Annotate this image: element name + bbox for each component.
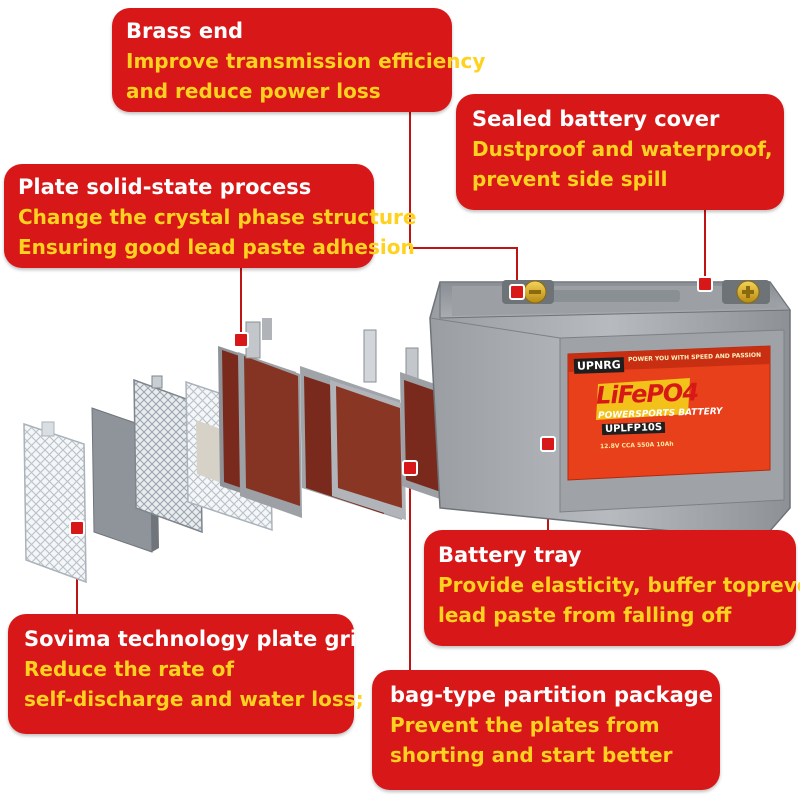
callout-desc-line-1: Prevent the plates from bbox=[390, 713, 660, 737]
callout-title: bag-type partition package bbox=[390, 683, 714, 707]
anchor-dot-battery-tray bbox=[540, 436, 556, 452]
anchor-dot-plate-process bbox=[233, 332, 249, 348]
anchor-dot-partition bbox=[402, 460, 418, 476]
callout-battery-tray: Battery tray Provide elasticity, buffer … bbox=[424, 530, 800, 646]
callout-title: Sovima technology plate grid bbox=[24, 627, 373, 651]
callout-desc-line-2: shorting and start better bbox=[390, 743, 673, 767]
label-brand: UPNRG bbox=[573, 357, 624, 374]
grid-plate-1 bbox=[23, 421, 87, 584]
plate-stack-1 bbox=[218, 318, 302, 518]
callout-desc-line-2: and reduce power loss bbox=[126, 79, 381, 103]
callout-desc-line-2: prevent side spill bbox=[472, 167, 668, 191]
callout-desc-line-1: Provide elasticity, buffer toprevent bbox=[438, 573, 800, 597]
label-chemistry: LiFePO4 bbox=[595, 378, 699, 410]
grid-plate-2 bbox=[133, 375, 203, 534]
anchor-dot-sealed-cover bbox=[697, 276, 713, 292]
label-model: UPLFP10S bbox=[601, 421, 666, 436]
callout-desc-line-2: self-discharge and water loss; bbox=[24, 687, 364, 711]
callout-sealed-cover: Sealed battery cover Dustproof and water… bbox=[456, 94, 784, 210]
callout-partition: bag-type partition package Prevent the p… bbox=[372, 670, 720, 790]
callout-title: Sealed battery cover bbox=[472, 107, 720, 131]
callout-plate-grid: Sovima technology plate grid Reduce the … bbox=[8, 614, 373, 734]
callout-desc-line-1: Dustproof and waterproof, bbox=[472, 137, 773, 161]
plate-stack-2 bbox=[300, 329, 419, 520]
callout-desc-line-2: Ensuring good lead paste adhesion bbox=[18, 235, 415, 259]
callout-plate-process: Plate solid-state process Change the cry… bbox=[4, 164, 417, 268]
anchor-dot-plate-grid bbox=[69, 520, 85, 536]
callout-desc-line-1: Change the crystal phase structure bbox=[18, 205, 417, 229]
callout-desc-line-1: Reduce the rate of bbox=[24, 657, 235, 681]
callout-title: Plate solid-state process bbox=[18, 175, 312, 199]
callout-title: Brass end bbox=[126, 19, 244, 43]
terminal-positive bbox=[722, 280, 770, 304]
callout-title: Battery tray bbox=[438, 543, 582, 567]
product-label bbox=[567, 345, 771, 481]
callout-brass-end: Brass end Improve transmission efficienc… bbox=[112, 8, 486, 112]
callout-desc-line-2: lead paste from falling off bbox=[438, 603, 732, 627]
anchor-dot-brass-end bbox=[509, 284, 525, 300]
callout-desc-line-1: Improve transmission efficiency bbox=[126, 49, 486, 73]
